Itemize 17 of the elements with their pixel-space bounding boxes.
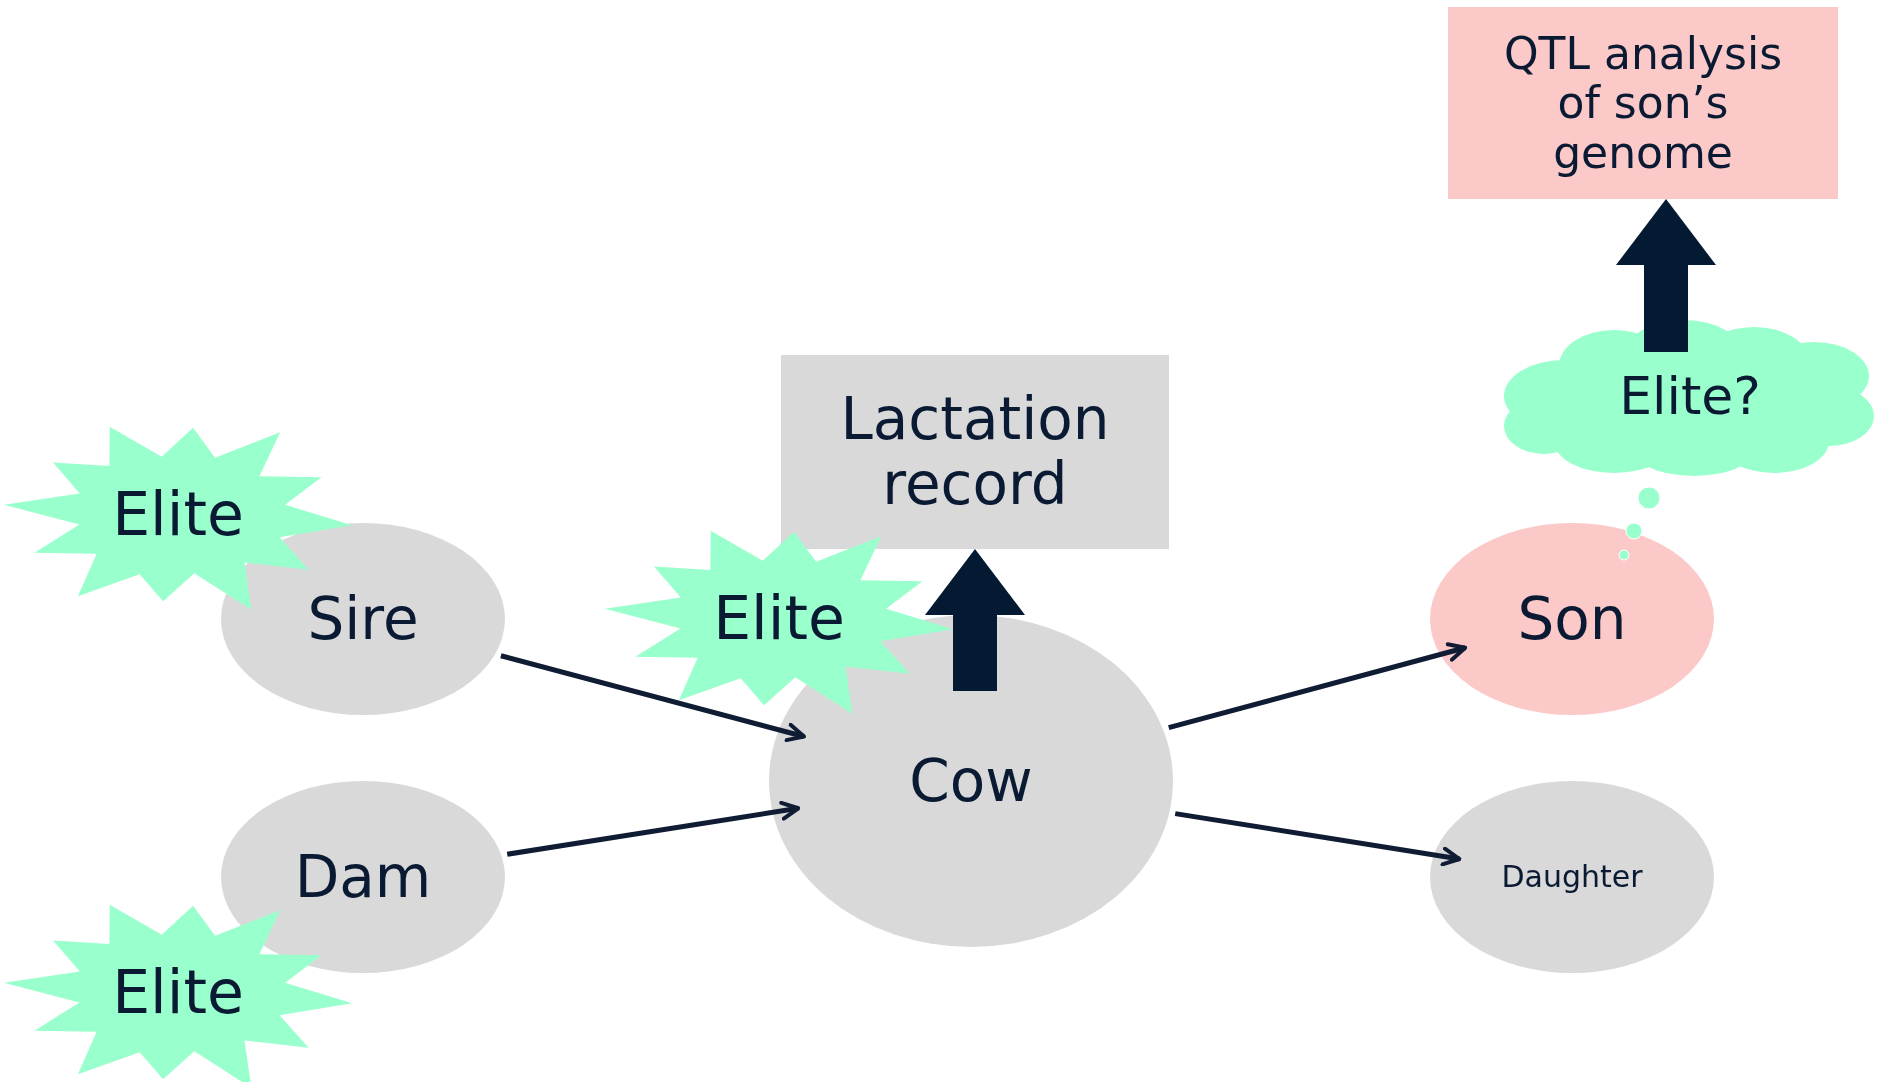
node-label: Sire bbox=[307, 586, 419, 652]
node-label: Elite bbox=[112, 481, 244, 549]
node-label: Elite bbox=[713, 585, 845, 653]
arrow bbox=[500, 653, 806, 743]
block-arrow bbox=[925, 549, 1025, 691]
node-label: Dam bbox=[294, 844, 432, 910]
node-label: Cow bbox=[909, 748, 1033, 814]
node-label: Daughter bbox=[1501, 860, 1643, 894]
arrow bbox=[1174, 811, 1462, 867]
node-label: Son bbox=[1517, 586, 1627, 652]
node-label: Lactation record bbox=[839, 387, 1111, 517]
record-box bbox=[781, 355, 1169, 549]
node-label: Elite bbox=[112, 959, 244, 1027]
node-label: QTL analysis of son’s genome bbox=[1502, 29, 1784, 177]
analysis-box bbox=[1448, 7, 1838, 199]
arrow bbox=[1168, 642, 1468, 731]
arrow bbox=[506, 800, 801, 857]
